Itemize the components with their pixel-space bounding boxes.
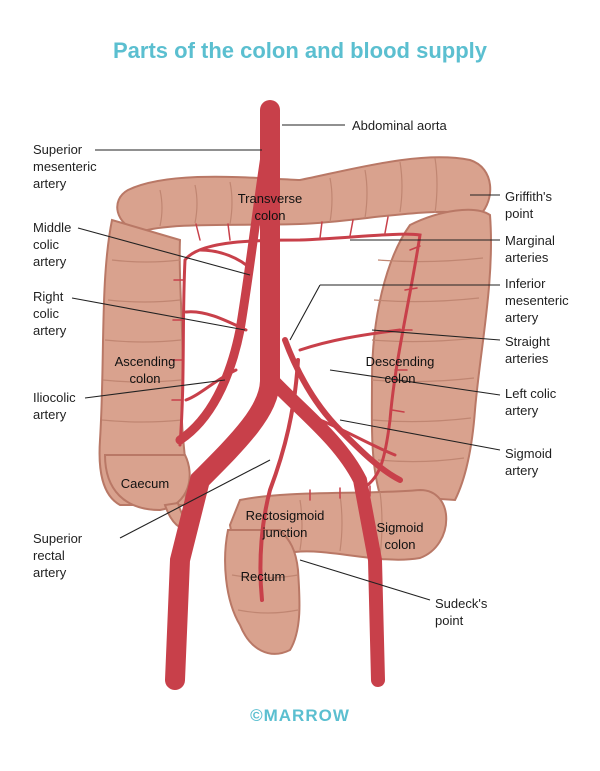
label-left-colic-artery: Left colic artery <box>505 386 557 418</box>
label-superior-mesenteric-artery: Superior mesenteric artery <box>33 142 97 191</box>
marginal-artery-vessel <box>178 232 422 492</box>
aorta-right-branch <box>265 373 385 687</box>
superior-rectal-vessel <box>258 358 300 602</box>
colon <box>98 156 493 655</box>
superior-mesenteric-vessel <box>175 145 271 445</box>
label-sudecks-point: Sudeck's point <box>435 596 488 628</box>
organ-rectum: Rectum <box>240 569 286 584</box>
organ-rectosigmoid-junction: Rectosigmoid junction <box>245 508 325 540</box>
caecum-shape <box>103 454 191 512</box>
organ-caecum: Caecum <box>120 476 170 491</box>
sigmoid-vessel <box>318 418 397 457</box>
right-colic-vessel <box>184 310 248 332</box>
label-griffiths-point: Griffith's point <box>505 189 553 221</box>
arteries <box>165 100 422 690</box>
organ-descending-colon: Descending colon <box>365 354 435 386</box>
straight-arteries-vessels <box>171 216 421 501</box>
diagram-title: Parts of the colon and blood supply <box>112 38 487 63</box>
label-iliocolic-artery: Iliocolic artery <box>33 390 76 422</box>
middle-colic-vessel <box>198 248 254 272</box>
label-superior-rectal-artery: Superior rectal artery <box>33 531 83 580</box>
label-marginal-arteries: Marginal arteries <box>505 233 555 265</box>
label-middle-colic-artery: Middle colic artery <box>33 220 72 269</box>
organ-ascending-colon: Ascending colon <box>114 354 176 386</box>
label-right-colic-artery: Right colic artery <box>33 289 67 338</box>
iliocolic-vessel <box>184 368 238 402</box>
haustra-lines <box>101 157 484 614</box>
leader-lines <box>71 124 501 601</box>
label-abdominal-aorta: Abdominal aorta <box>352 118 447 133</box>
marrow-logo: ©MARROW <box>250 706 350 725</box>
organ-sigmoid-colon: Sigmoid colon <box>376 520 424 552</box>
label-sigmoid-artery: Sigmoid artery <box>505 446 552 478</box>
label-inferior-mesenteric-artery: Inferior mesenteric artery <box>505 276 569 325</box>
label-straight-arteries: Straight arteries <box>505 334 550 366</box>
organ-transverse-colon: Transverse colon <box>237 191 303 223</box>
descending-colon-shape <box>370 208 493 502</box>
